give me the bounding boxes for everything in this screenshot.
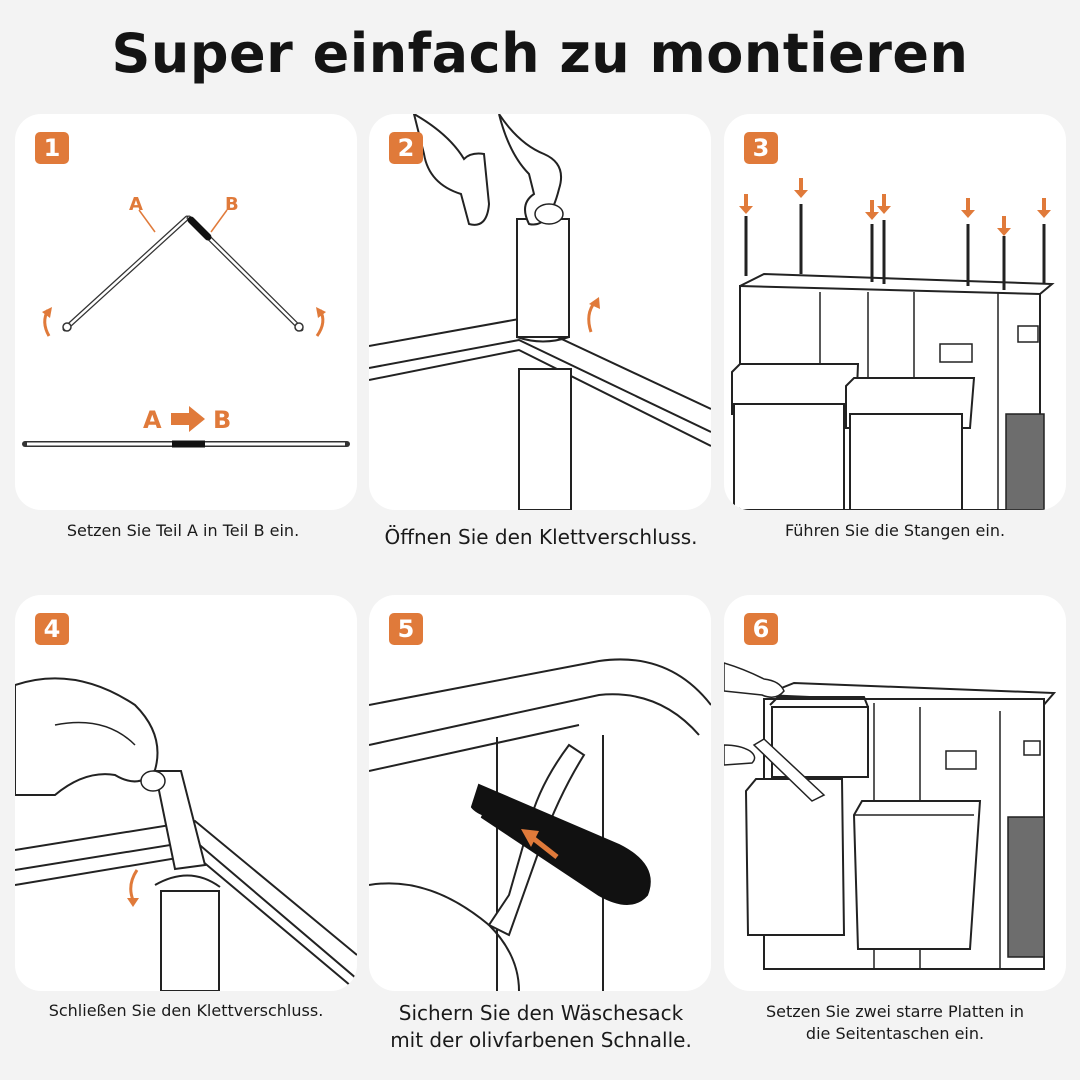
step-3-illustration (731, 178, 1055, 510)
step-number-badge: 4 (35, 613, 69, 645)
step-1-panel: 1 A B A B (15, 114, 357, 510)
step-5-caption-line-2: mit der olivfarbenen Schnalle. (390, 1028, 692, 1052)
step-number-badge: 3 (744, 132, 778, 164)
step-4-caption: Schließen Sie den Klettverschluss. (48, 1001, 324, 1020)
page-title: Super einfach zu montieren (111, 22, 969, 85)
step-number-badge: 5 (389, 613, 423, 645)
step-3-panel: 3 (724, 114, 1066, 510)
step-6-caption-line-1: Setzen Sie zwei starre Platten in (765, 1002, 1025, 1021)
step-6-caption-line-2: die Seitentaschen ein. (805, 1024, 985, 1043)
step-number-badge: 6 (744, 613, 778, 645)
step-4-panel: 4 (15, 595, 357, 991)
step-2-illustration (369, 114, 711, 510)
step-6-panel: 6 (724, 595, 1066, 991)
step-1-caption: Setzen Sie Teil A in Teil B ein. (66, 521, 300, 540)
step-6-caption: Setzen Sie zwei starre Platten in die Se… (724, 1001, 1066, 1045)
step-2-panel: 2 (369, 114, 711, 510)
step-5-caption-line-1: Sichern Sie den Wäschesack (398, 1001, 684, 1025)
step-3-caption: Führen Sie die Stangen ein. (784, 521, 1006, 540)
step-5-panel: 5 (369, 595, 711, 991)
step-5-illustration (369, 658, 711, 991)
step-1-illustration (22, 209, 350, 448)
step-4-illustration (15, 677, 357, 991)
step-2-caption: Öffnen Sie den Klettverschluss. (384, 525, 698, 549)
step-5-caption: Sichern Sie den Wäschesack mit der olivf… (356, 1000, 726, 1054)
step-6-illustration (724, 662, 1057, 970)
step-number-badge: 2 (389, 132, 423, 164)
step-number-badge: 1 (35, 132, 69, 164)
